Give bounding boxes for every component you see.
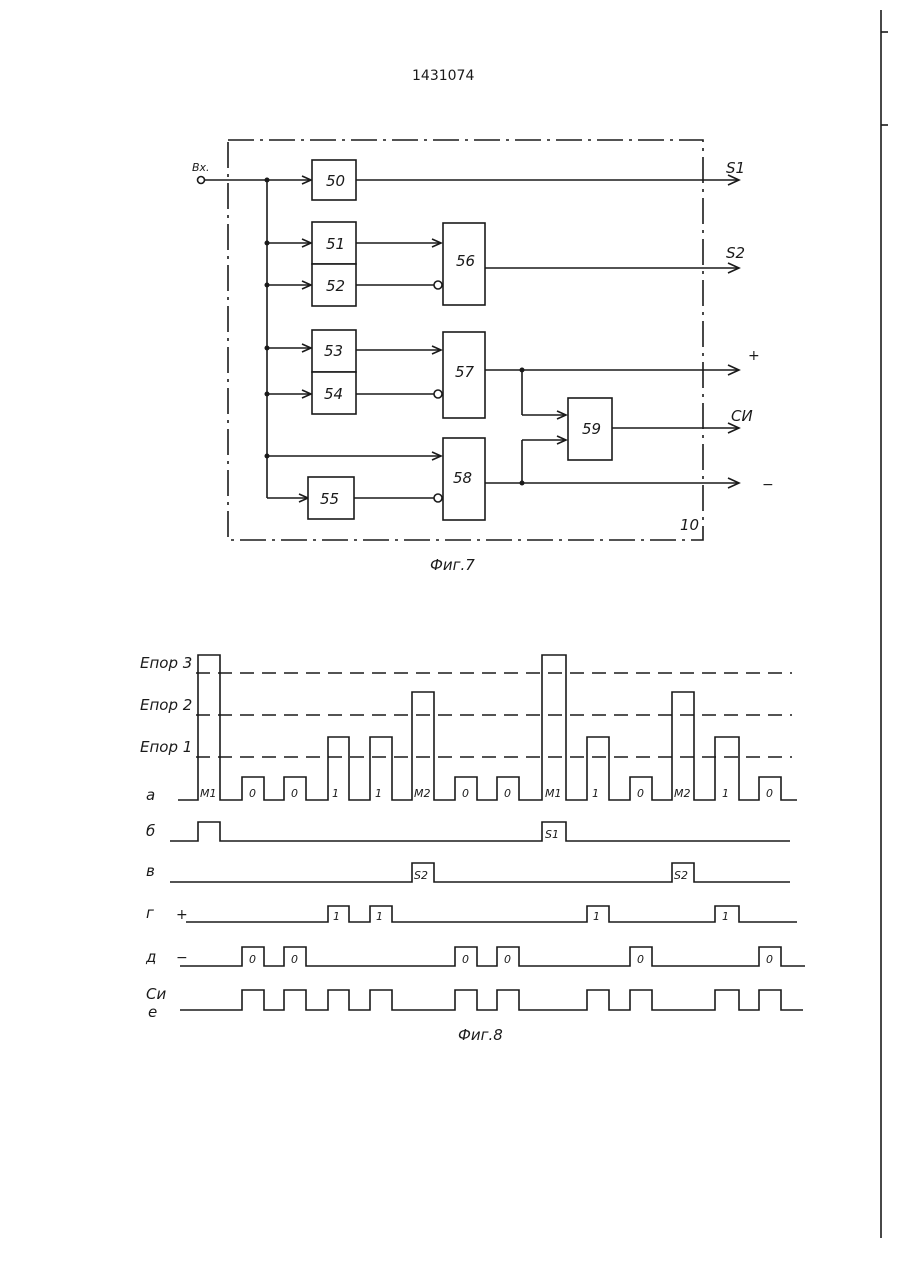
output-minus-label: − xyxy=(762,477,774,493)
waveform-d xyxy=(180,947,805,966)
pulse-label: 1 xyxy=(722,787,729,800)
pulse-label: 0 xyxy=(291,787,298,800)
row-label-e: е xyxy=(148,1003,157,1021)
threshold-label-2: Eпор 2 xyxy=(140,696,192,714)
pulse-label: M2 xyxy=(414,787,431,800)
pulse-label: 1 xyxy=(332,787,339,800)
waveform-a xyxy=(178,655,797,800)
row-label-v: в xyxy=(146,862,155,880)
inverted-input xyxy=(434,281,442,289)
pulse-label: 0 xyxy=(504,953,511,966)
row-label-d: д xyxy=(145,948,156,966)
block-50-label: 50 xyxy=(326,172,345,190)
pulse-label: M2 xyxy=(674,787,691,800)
fig7-block-diagram: 10 Вх. 50 51 52 53 54 xyxy=(192,140,774,574)
waveform-g xyxy=(186,906,797,922)
input-terminal xyxy=(198,177,205,184)
pulse-label: 1 xyxy=(376,910,383,923)
pulse-label: 0 xyxy=(291,953,298,966)
output-cm-label: CИ xyxy=(731,407,753,425)
fig7-caption: Фиг.7 xyxy=(430,556,475,574)
block-57-label: 57 xyxy=(455,363,475,381)
pulse-label: 1 xyxy=(722,910,729,923)
pulse-label: 1 xyxy=(333,910,340,923)
output-s2-label: S2 xyxy=(726,244,745,262)
inverted-input xyxy=(434,390,442,398)
input-label: Вх. xyxy=(192,161,210,174)
pulse-label: 0 xyxy=(249,953,256,966)
fig8-caption: Фиг.8 xyxy=(458,1026,503,1044)
waveform-v xyxy=(170,863,790,882)
fig8-timing-diagram: Eпор 3 Eпор 2 Eпор 1 а M1 0 0 1 1 M2 0 0… xyxy=(140,654,805,1044)
pulse-label: 0 xyxy=(766,787,773,800)
waveform-b xyxy=(170,822,790,841)
patent-number: 1431074 xyxy=(412,68,474,84)
block-59-label: 59 xyxy=(582,420,601,438)
row-label-b: б xyxy=(146,822,155,840)
block-51-label: 51 xyxy=(326,235,345,253)
pulse-label: 1 xyxy=(592,787,599,800)
block-55-label: 55 xyxy=(320,490,339,508)
pulse-label: 0 xyxy=(249,787,256,800)
inverted-input xyxy=(434,494,442,502)
row-label-ci: Cи xyxy=(146,985,166,1003)
pulse-label: S2 xyxy=(414,869,428,882)
block-52-label: 52 xyxy=(326,277,345,295)
pulse-label: 0 xyxy=(504,787,511,800)
pulse-label: S2 xyxy=(674,869,688,882)
pulse-label: M1 xyxy=(545,787,562,800)
output-s1-label: S1 xyxy=(726,159,745,177)
pulse-label: 0 xyxy=(462,787,469,800)
pulse-label: 0 xyxy=(766,953,773,966)
block-58-label: 58 xyxy=(453,469,472,487)
pulse-label: S1 xyxy=(545,828,559,841)
threshold-label-3: Eпор 3 xyxy=(140,654,192,672)
block-54-label: 54 xyxy=(324,385,343,403)
sign-minus: − xyxy=(176,950,188,966)
pulse-label: 0 xyxy=(637,787,644,800)
block-53-label: 53 xyxy=(324,342,343,360)
block-56-label: 56 xyxy=(456,252,475,270)
frame-label: 10 xyxy=(680,516,699,534)
output-plus-label: + xyxy=(748,348,760,364)
pulse-label: 1 xyxy=(375,787,382,800)
pulse-label: M1 xyxy=(200,787,217,800)
row-label-g: г xyxy=(146,904,154,922)
threshold-label-1: Eпор 1 xyxy=(140,738,192,756)
pulse-label: 1 xyxy=(593,910,600,923)
pulse-label: 0 xyxy=(462,953,469,966)
pulse-label: 0 xyxy=(637,953,644,966)
waveform-ci xyxy=(180,990,803,1010)
sign-plus: + xyxy=(176,907,188,923)
row-label-a: а xyxy=(146,786,155,804)
